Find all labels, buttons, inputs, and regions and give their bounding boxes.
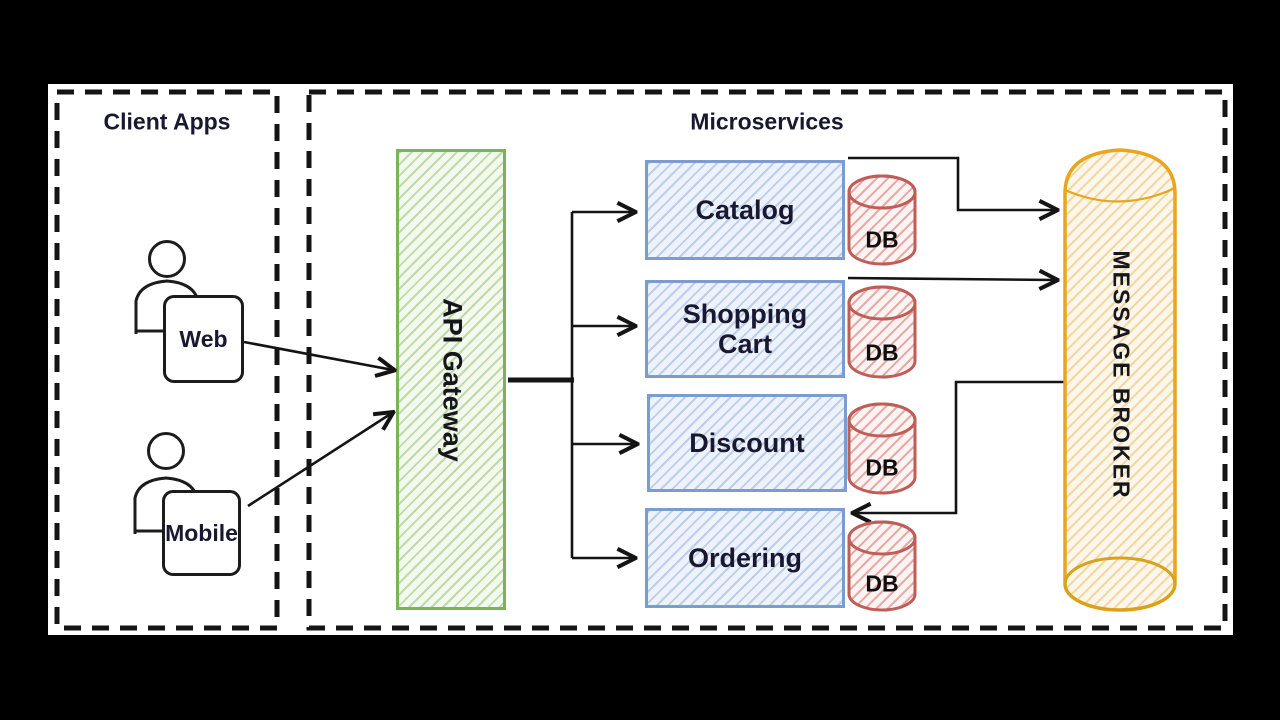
service-box-discount: Discount — [647, 394, 847, 492]
db-label-discount: DB — [865, 454, 899, 481]
client-label-mobile: Mobile — [165, 519, 238, 546]
service-label-shopping-cart: Shopping Cart — [682, 298, 808, 359]
service-label-ordering: Ordering — [687, 542, 802, 573]
service-box-catalog: Catalog — [645, 160, 845, 260]
client-card-web: Web — [163, 295, 244, 383]
message-broker-label: MESSAGE BROKER — [1108, 250, 1135, 500]
service-label-discount: Discount — [689, 427, 805, 458]
service-label-catalog: Catalog — [695, 194, 795, 225]
db-label-catalog: DB — [865, 226, 899, 253]
microservices-title: Microservices — [690, 108, 844, 135]
client-label-web: Web — [179, 325, 228, 352]
api-gateway-label: API Gateway — [437, 298, 468, 462]
service-box-ordering: Ordering — [645, 508, 845, 608]
client-card-mobile: Mobile — [162, 490, 241, 576]
service-box-shopping-cart: Shopping Cart — [645, 280, 845, 378]
client-apps-title: Client Apps — [103, 108, 231, 135]
db-label-ordering: DB — [865, 570, 899, 597]
db-label-cart: DB — [865, 339, 899, 366]
